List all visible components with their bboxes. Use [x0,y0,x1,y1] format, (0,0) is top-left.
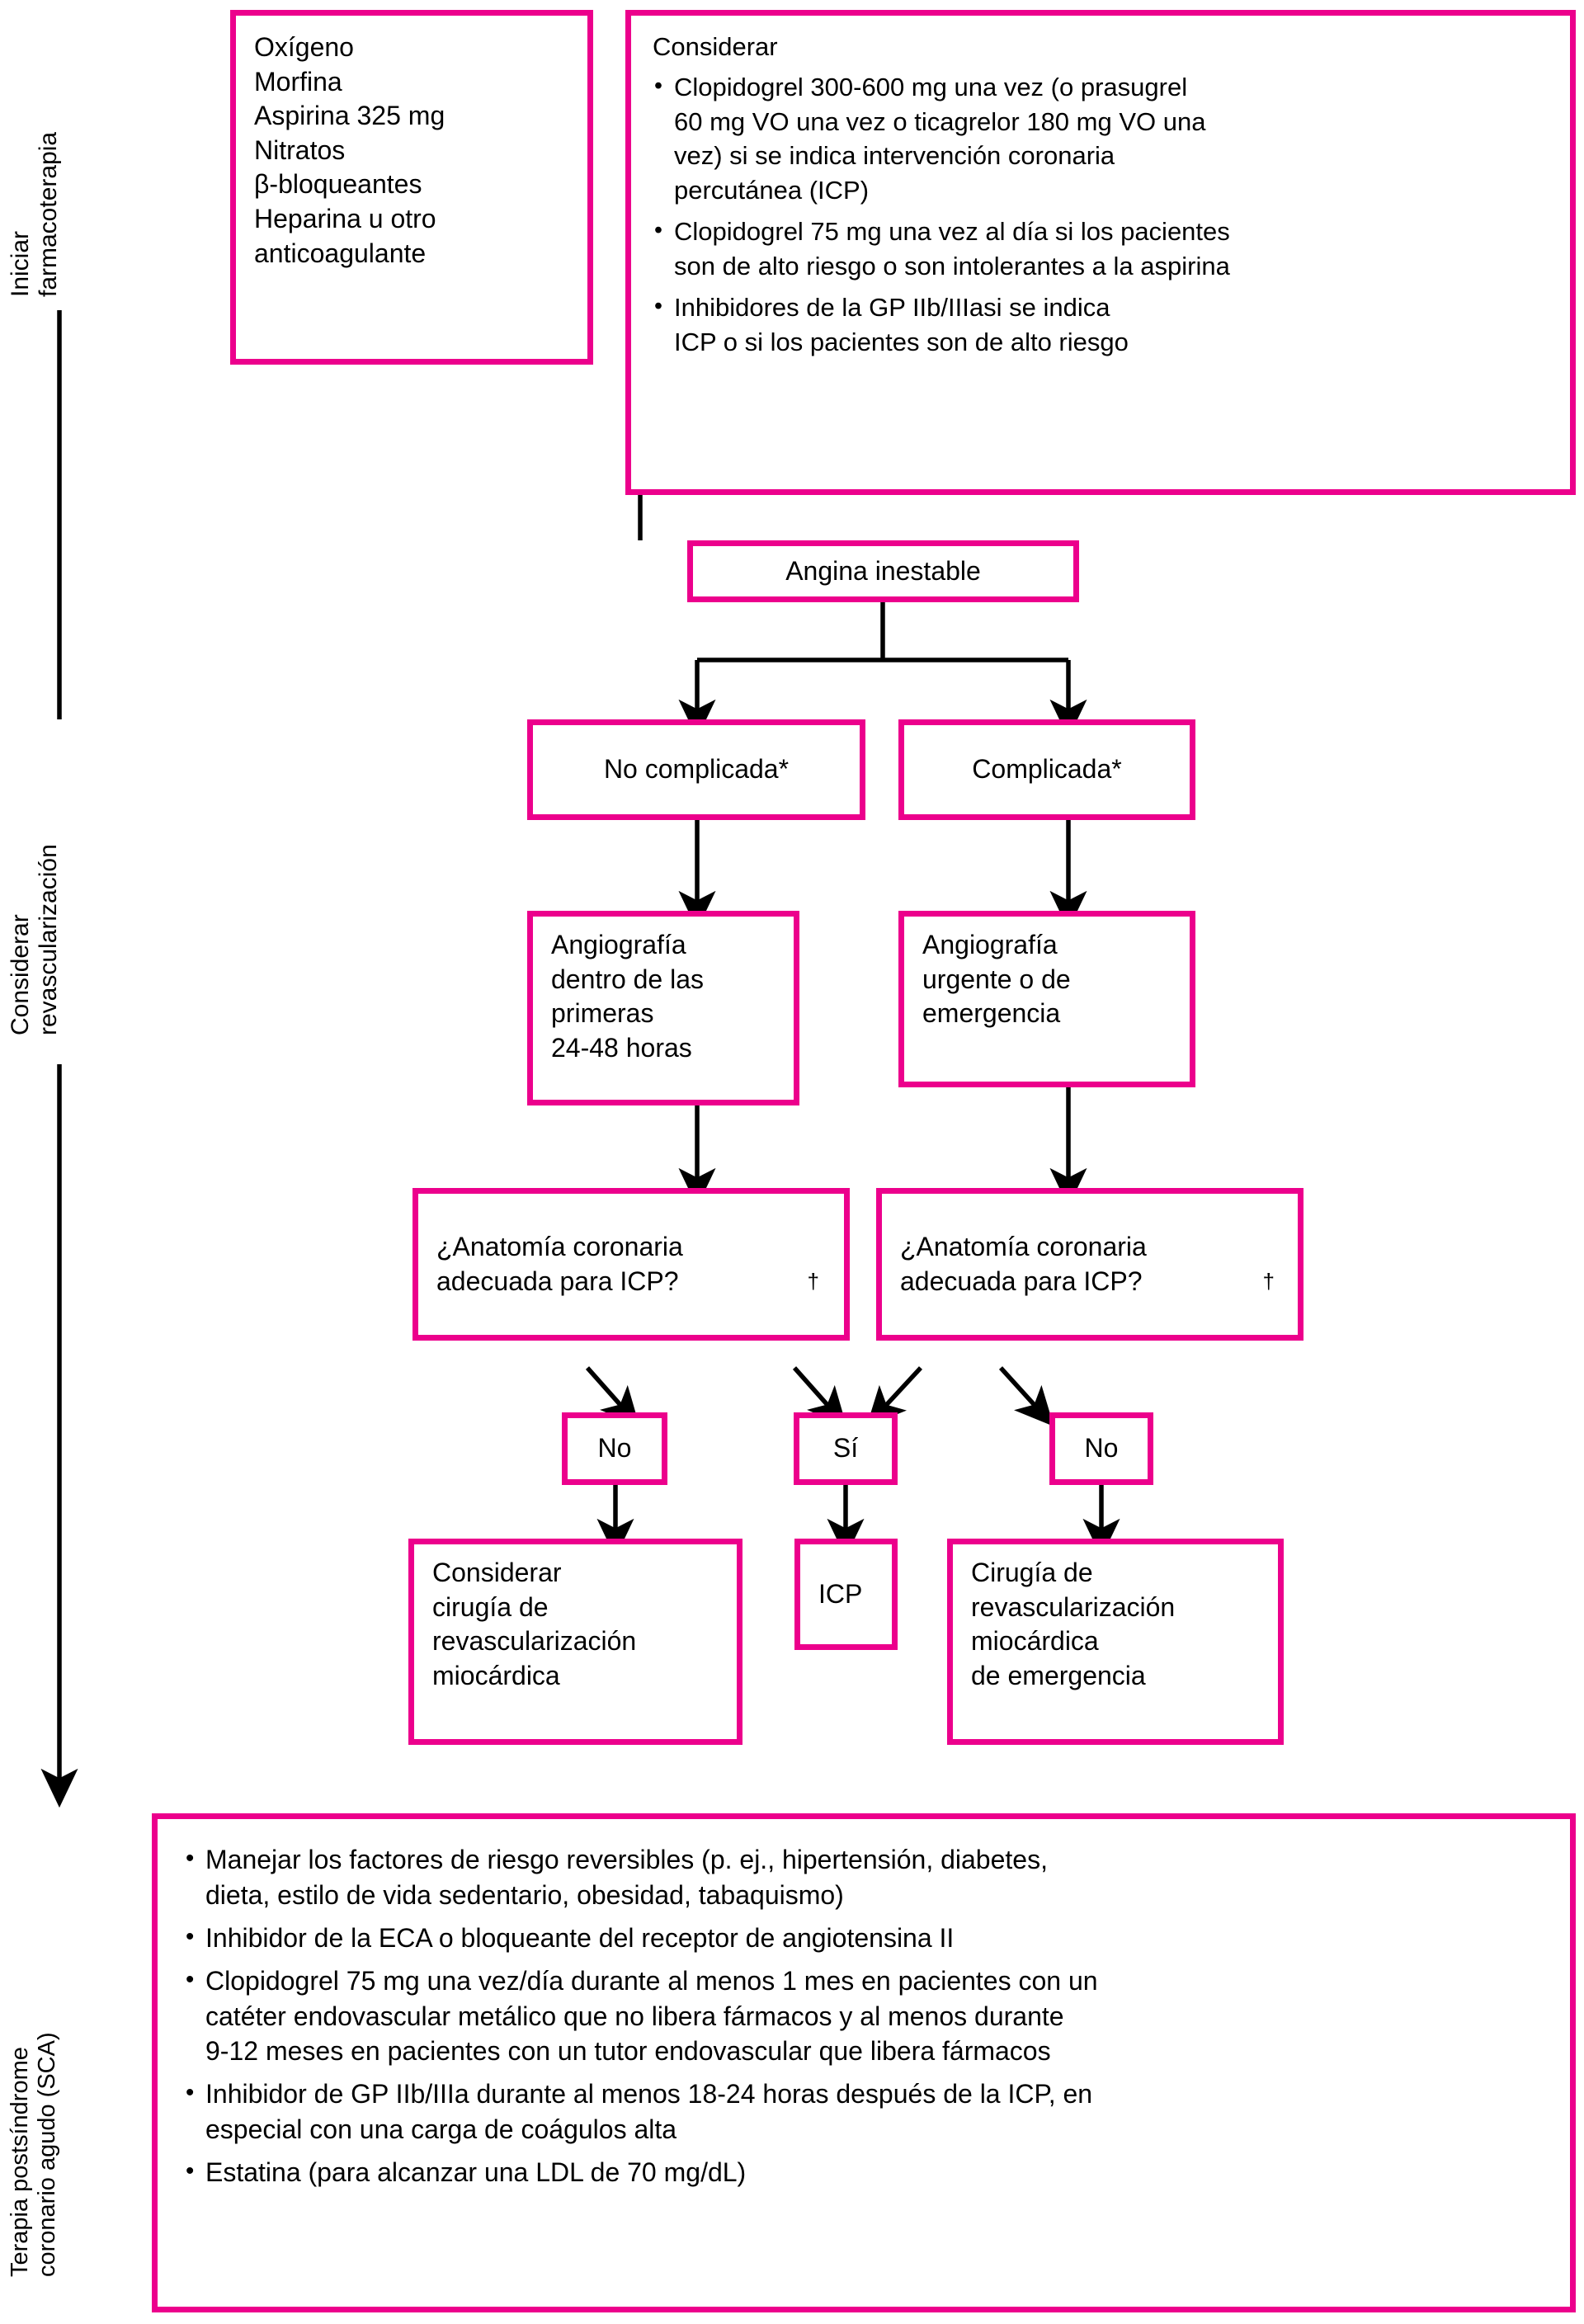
post-acs-bullet: Clopidogrel 75 mg una vez/día durante al… [184,1963,1544,2070]
rail-label-terapia-post-sca: Terapia postsíndrome coronario agudo (SC… [7,2032,61,2277]
post-acs-bullet-list: Manejar los factores de riesgo reversibl… [184,1842,1544,2190]
post-acs-bullet: Estatina (para alcanzar una LDL de 70 mg… [184,2155,1544,2190]
post-acs-therapy-box: Manejar los factores de riesgo reversibl… [152,1813,1576,2312]
node-anatomia-coronaria-izq: ¿Anatomía coronaria adecuada para ICP? † [412,1188,850,1341]
node-respuesta-no-der: No [1049,1412,1153,1485]
rail-label-considerar-revascularizacion: Considerar revascularización [7,844,63,1035]
node-respuesta-si-label: Sí [832,1433,859,1464]
consider-heading: Considerar [653,32,778,61]
node-angiografia-24-48h-label: Angiografía dentro de las primeras 24-48… [551,930,705,1063]
consider-antiplatelet-box: Considerar Clopidogrel 300-600 mg una ve… [625,10,1576,495]
node-no-complicada: No complicada* [527,719,865,820]
footnote-dagger-der: † [1262,1269,1275,1294]
node-respuesta-si: Sí [794,1412,898,1485]
node-complicada-label: Complicada* [972,754,1122,785]
initial-pharmacotherapy-lines: Oxígeno Morfina Aspirina 325 mg Nitratos… [254,32,446,268]
footnote-dagger-izq: † [807,1269,819,1294]
node-angina-inestable-label: Angina inestable [785,555,981,586]
node-respuesta-no-izq: No [562,1412,667,1485]
consider-bullet: Inhibidores de la GP IIb/IIIasi se indic… [653,290,1549,359]
node-cirugia-revascularizacion-label: Considerar cirugía de revascularización … [432,1558,637,1690]
node-cirugia-emergencia: Cirugía de revascularización miocárdica … [947,1539,1284,1745]
node-anatomia-coronaria-der: ¿Anatomía coronaria adecuada para ICP? † [876,1188,1304,1341]
node-respuesta-no-izq-label: No [597,1433,632,1464]
node-icp: ICP [794,1539,898,1650]
node-angiografia-urgente: Angiografía urgente o de emergencia [898,911,1195,1087]
node-cirugia-revascularizacion: Considerar cirugía de revascularización … [408,1539,742,1745]
node-no-complicada-label: No complicada* [603,754,790,785]
node-angiografia-24-48h: Angiografía dentro de las primeras 24-48… [527,911,799,1105]
node-cirugia-emergencia-label: Cirugía de revascularización miocárdica … [971,1558,1176,1690]
consider-bullet: Clopidogrel 300-600 mg una vez (o prasug… [653,70,1549,207]
node-complicada: Complicada* [898,719,1195,820]
node-respuesta-no-der-label: No [1084,1433,1119,1464]
initial-pharmacotherapy-box: Oxígeno Morfina Aspirina 325 mg Nitratos… [230,10,593,365]
node-angina-inestable: Angina inestable [687,540,1079,602]
node-anatomia-coronaria-izq-label: ¿Anatomía coronaria adecuada para ICP? [436,1231,683,1296]
node-icp-label: ICP [818,1578,863,1609]
node-anatomia-coronaria-der-label: ¿Anatomía coronaria adecuada para ICP? [900,1231,1147,1296]
post-acs-bullet: Inhibidor de GP IIb/IIIa durante al meno… [184,2077,1544,2147]
consider-bullet-list: Clopidogrel 300-600 mg una vez (o prasug… [653,70,1549,359]
node-angiografia-urgente-label: Angiografía urgente o de emergencia [922,930,1071,1029]
consider-bullet: Clopidogrel 75 mg una vez al día si los … [653,214,1549,283]
rail-label-iniciar-farmacoterapia: Iniciar farmacoterapia [7,131,63,297]
post-acs-bullet: Manejar los factores de riesgo reversibl… [184,1842,1544,1913]
post-acs-bullet: Inhibidor de la ECA o bloqueante del rec… [184,1921,1544,1956]
